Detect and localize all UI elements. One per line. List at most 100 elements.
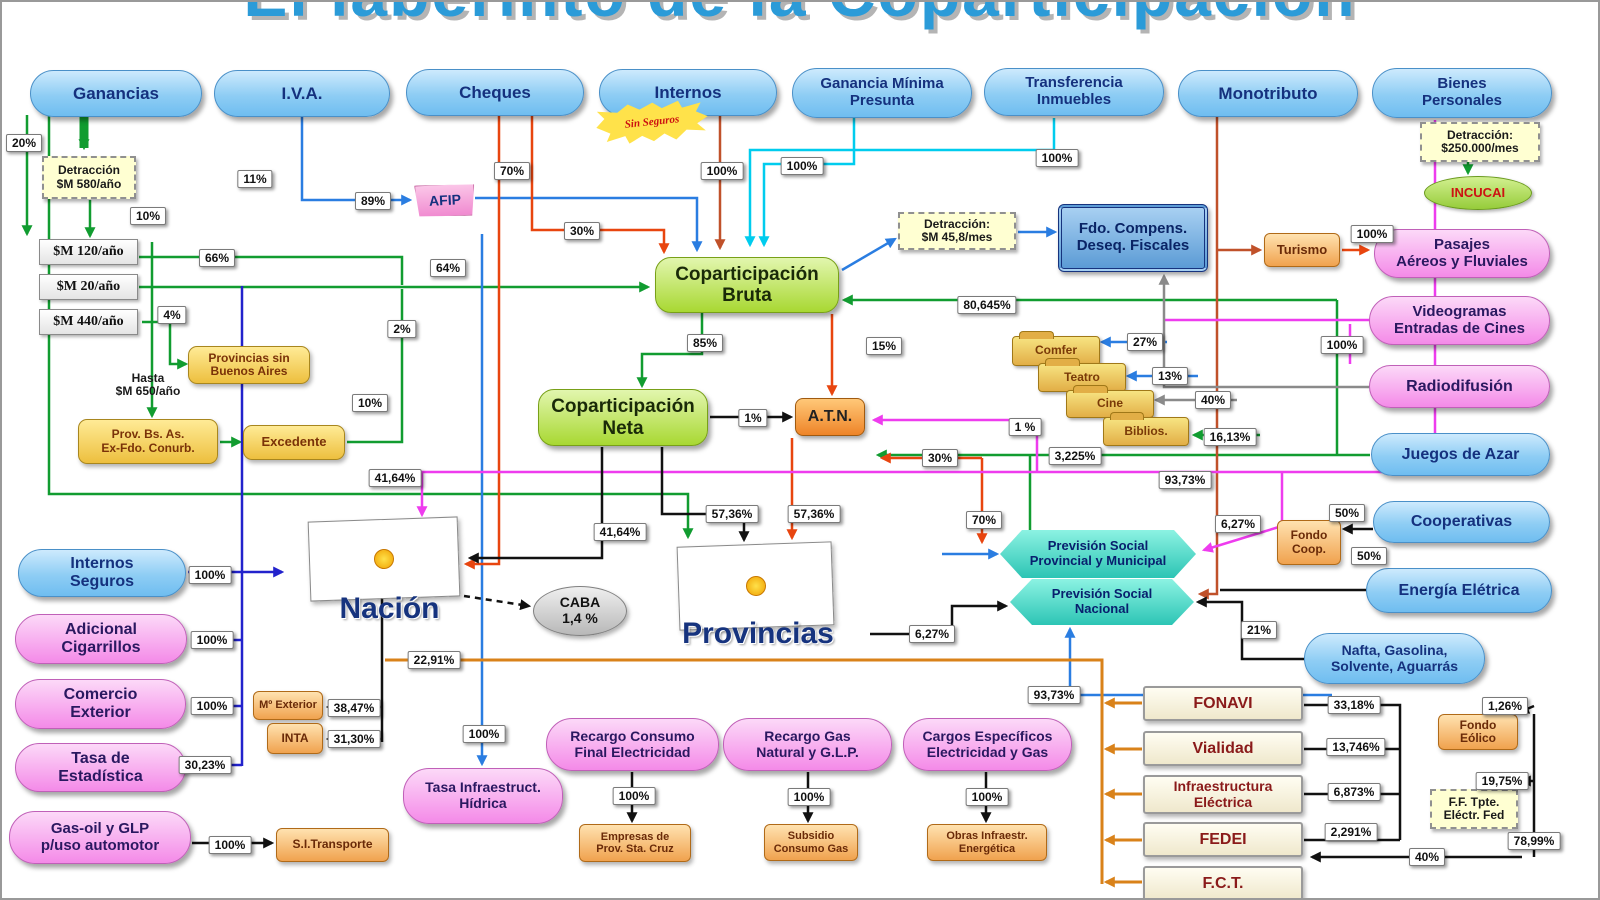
fedei: FEDEI <box>1143 822 1303 857</box>
infraestructura-electrica: Infraestructura Eléctrica <box>1143 775 1303 814</box>
cooperativas-label: Cooperativas <box>1410 513 1513 531</box>
percentage-label: 70% <box>493 162 531 180</box>
note-detraccion-580: Detracción $M 580/año <box>42 156 136 199</box>
note-detraccion-458-label: Detracción: $M 45,8/mes <box>921 216 993 244</box>
percentage-label: 30% <box>921 449 959 467</box>
valor-sm-20: $M 20/año <box>39 274 138 300</box>
nacion-flag <box>307 516 461 602</box>
empresas-prov-sta-cruz-label: Empresas de Prov. Sta. Cruz <box>596 830 674 855</box>
percentage-label: 57,36% <box>787 505 841 523</box>
percentage-label: 85% <box>686 334 724 352</box>
vialidad: Vialidad <box>1143 731 1303 766</box>
percentage-label: 30,23% <box>178 756 232 774</box>
valor-sm-20-label: $M 20/año <box>56 279 121 295</box>
coparticipacion-bruta: Coparticipación Bruta <box>655 257 839 313</box>
excedente-label: Excedente <box>261 434 327 450</box>
prov-bs-as-ex-fdo-conurb: Prov. Bs. As. Ex-Fdo. Conurb. <box>78 419 218 464</box>
percentage-label: 19,75% <box>1475 772 1529 790</box>
percentage-label: 78,99% <box>1507 832 1561 850</box>
percentage-label: 100% <box>462 725 506 743</box>
percentage-label: 41,64% <box>593 523 647 541</box>
fondo-eolico-label: Fondo Eólico <box>1459 717 1497 745</box>
turismo-label: Turismo <box>1276 241 1328 257</box>
percentage-label: 93,73% <box>1027 686 1081 704</box>
flow-arrow-brick-39 <box>1197 115 1219 600</box>
flow-arrow-magenta-46 <box>1201 524 1283 553</box>
percentage-label: 31,30% <box>327 730 381 748</box>
recargo-consumo-electricidad: Recargo Consumo Final Electricidad <box>546 718 719 771</box>
comfer-label: Comfer <box>1034 343 1077 358</box>
atn: A.T.N. <box>795 398 865 436</box>
percentage-label: 40% <box>1194 391 1232 409</box>
percentage-label: 1% <box>738 409 768 427</box>
percentage-label: 93,73% <box>1158 471 1212 489</box>
radiodifusion: Radiodifusión <box>1369 365 1550 408</box>
flow-arrow-blue-18 <box>475 196 703 253</box>
provincias-flag-stripe-top <box>754 545 756 573</box>
biblios-label: Biblios. <box>1124 423 1168 438</box>
flow-arrow-black-53 <box>660 447 750 543</box>
tax-bienes-personales: Bienes Personales <box>1372 68 1552 118</box>
nafta-gasolina: Nafta, Gasolina, Solvente, Aguarrás <box>1304 633 1485 684</box>
valor-sm-120: $M 120/año <box>39 239 138 265</box>
tax-cheques: Cheques <box>406 69 584 116</box>
inta-label: INTA <box>281 730 309 745</box>
percentage-label: 2,291% <box>1324 823 1378 841</box>
tax-ganancias: Ganancias <box>30 70 202 117</box>
flow-arrow-black-52 <box>467 447 604 564</box>
percentage-label: 57,36% <box>705 505 759 523</box>
caba: CABA 1,4 % <box>533 586 627 636</box>
pasajes-aereos-fluviales: Pasajes Aéreos y Fluviales <box>1374 229 1550 278</box>
prevision-social-nacional: Previsión Social Nacional <box>1010 579 1194 625</box>
percentage-label: 13,746% <box>1326 738 1386 756</box>
nacion-label: Nación <box>317 590 462 628</box>
percentage-label: 4% <box>157 306 187 324</box>
valor-sm-120-label: $M 120/año <box>53 244 124 260</box>
percentage-label: 27% <box>1126 333 1164 351</box>
tax-iva-label: I.V.A. <box>281 83 323 103</box>
obras-infraestructura-energetica-label: Obras Infraestr. Energética <box>946 830 1028 855</box>
percentage-label: 40% <box>1408 848 1446 866</box>
flow-arrow-green-5 <box>139 255 404 285</box>
fct-label: F.C.T. <box>1202 874 1244 892</box>
flow-arrow-gray-49 <box>1158 273 1369 389</box>
coparticipacion-neta-label: Coparticipación Neta <box>551 396 695 439</box>
tax-transferencia-inmuebles: Transferencia Inmuebles <box>984 68 1164 116</box>
videogramas-cines: Videogramas Entradas de Cines <box>1369 296 1550 345</box>
percentage-label: 100% <box>612 787 656 805</box>
internos-seguros: Internos Seguros <box>18 549 186 597</box>
percentage-label: 100% <box>1320 336 1364 354</box>
ministerio-exterior: Mº Exterior <box>253 691 323 720</box>
percentage-label: 100% <box>787 788 831 806</box>
turismo: Turismo <box>1264 233 1340 267</box>
tax-bienes-personales-label: Bienes Personales <box>1421 75 1503 109</box>
percentage-label: 6,27% <box>908 625 956 643</box>
nafta-gasolina-label: Nafta, Gasolina, Solvente, Aguarrás <box>1330 641 1459 674</box>
percentage-label: 66% <box>198 249 236 267</box>
cine-label: Cine <box>1096 396 1123 411</box>
note-detraccion-458: Detracción: $M 45,8/mes <box>898 212 1016 250</box>
flow-arrow-red-31 <box>463 115 501 570</box>
juegos-de-azar-label: Juegos de Azar <box>1401 445 1520 463</box>
percentage-label: 100% <box>700 162 744 180</box>
excedente: Excedente <box>243 425 345 460</box>
prevision-social-provincial-label: Previsión Social Provincial y Municipal <box>1029 538 1167 568</box>
prov-bs-as-ex-fdo-conurb-label: Prov. Bs. As. Ex-Fdo. Conurb. <box>101 427 195 455</box>
videogramas-cines-label: Videogramas Entradas de Cines <box>1394 302 1525 337</box>
gasoil-glp-automotor-label: Gas-oil y GLP p/uso automotor <box>40 819 160 854</box>
tax-iva: I.V.A. <box>214 70 390 117</box>
comercio-exterior: Comercio Exterior <box>15 679 186 729</box>
coparticipacion-neta: Coparticipación Neta <box>538 389 708 446</box>
fdo-compens-deseq-fiscales-label: Fdo. Compens. Deseq. Fiscales <box>1076 220 1190 254</box>
percentage-label: 10% <box>351 394 389 412</box>
cargos-especificos-label: Cargos Específicos Electricidad y Gas <box>922 727 1053 760</box>
fondo-coop: Fondo Coop. <box>1277 520 1341 565</box>
percentage-label: 3,225% <box>1048 447 1102 465</box>
fondo-eolico: Fondo Eólico <box>1438 714 1518 750</box>
tasa-infraestructura-hidrica-label: Tasa Infraestruct. Hídrica <box>425 779 541 811</box>
adicional-cigarrillos: Adicional Cigarrillos <box>15 614 187 664</box>
fct: F.C.T. <box>1143 866 1303 898</box>
energia-electrica-label: Energía Elétrica <box>1398 581 1520 599</box>
tasa-infraestructura-hidrica: Tasa Infraestruct. Hídrica <box>403 768 563 824</box>
sin-seguros-label: Sin Seguros <box>624 113 680 131</box>
